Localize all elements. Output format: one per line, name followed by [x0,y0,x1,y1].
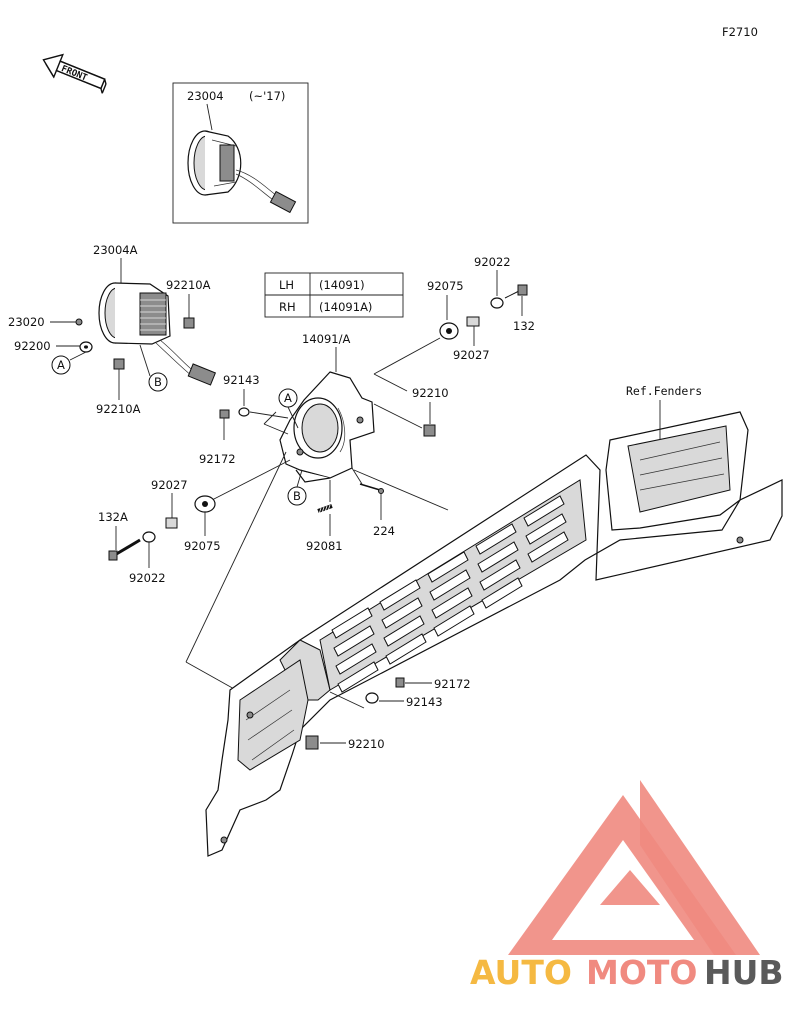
callout-92210-bottom: 92210 [348,737,385,751]
callout-92143-left: 92143 [223,373,260,387]
watermark-hub: HUB [704,953,784,992]
front-arrow-icon: FRONT [42,53,107,94]
screw-icon [219,409,230,419]
callout-92027-top: 92027 [453,348,490,362]
table-side-lh: LH [279,278,294,292]
pin-icon [359,483,381,491]
marker-b-right-label: B [293,489,301,503]
bracket-hardware-top: 92022 92075 92027 132 [373,255,535,392]
callout-14091: 14091/A [302,332,350,346]
marker-a-right-label: A [284,391,292,405]
collar-icon [165,517,178,529]
callout-132: 132 [513,319,535,333]
bracket-hardware-left: 92027 92075 132A 92022 [98,459,291,585]
watermark-moto: MOTO [586,953,697,992]
marker-a-left-label: A [57,358,65,372]
callout-92210-mid: 92210 [412,386,449,400]
table-side-rh: RH [279,300,296,314]
inset-part-label: 23004 [187,89,224,103]
callout-92027-left: 92027 [151,478,188,492]
screw-icon [75,318,83,326]
callout-132a: 132A [98,510,128,524]
washer-icon [365,692,379,704]
callout-23004a: 23004A [93,243,138,257]
ref-fenders-label: Ref.Fenders [626,384,702,398]
collar-icon [466,316,480,327]
front-grille-panel [205,411,783,857]
watermark-logo: AUTO MOTO HUB [470,780,784,992]
table-code-lh: (14091) [319,278,365,292]
headlight-bracket: 14091/A [279,332,375,483]
callout-92172-right: 92172 [434,677,471,691]
washer-icon [490,297,504,309]
inset-note: (~'17) [249,89,285,103]
callout-92210a-bottom: 92210A [96,402,141,416]
washer-icon [238,407,250,417]
side-table: LH (14091) RH (14091A) [264,272,404,318]
marker-b-left [148,372,168,392]
callout-92022-left: 92022 [129,571,166,585]
inset-box: 23004 (~'17) [172,82,309,224]
table-code-rh: (14091A) [319,300,372,314]
bolt-icon [517,284,528,296]
clip-nut-icon [113,358,125,370]
callout-23020: 23020 [8,315,45,329]
callout-92081: 92081 [306,539,343,553]
headlight-icon [98,282,217,386]
callout-92210a-top: 92210A [166,278,211,292]
clip-nut-icon [305,735,319,750]
callout-92022-top: 92022 [474,255,511,269]
callout-92200: 92200 [14,339,51,353]
callout-92172-left: 92172 [199,452,236,466]
marker-a-left [51,355,71,375]
washer-icon [142,531,156,543]
clip-nut-icon [423,424,436,437]
screw-icon [395,677,405,688]
headlight-assembly: 23004A 92210A 23020 92200 A B [8,243,217,416]
figure-code: F2710 [722,25,758,39]
marker-b-left-label: B [154,375,162,389]
grille-slats [331,495,569,693]
callout-92075-left: 92075 [184,539,221,553]
bolt-icon [108,550,118,561]
callout-92075-top: 92075 [427,279,464,293]
watermark-auto: AUTO [470,953,572,992]
callout-224: 224 [373,524,395,538]
clip-nut-icon [183,317,195,329]
headlight-old-icon [187,130,297,214]
callout-92143-right: 92143 [406,695,443,709]
